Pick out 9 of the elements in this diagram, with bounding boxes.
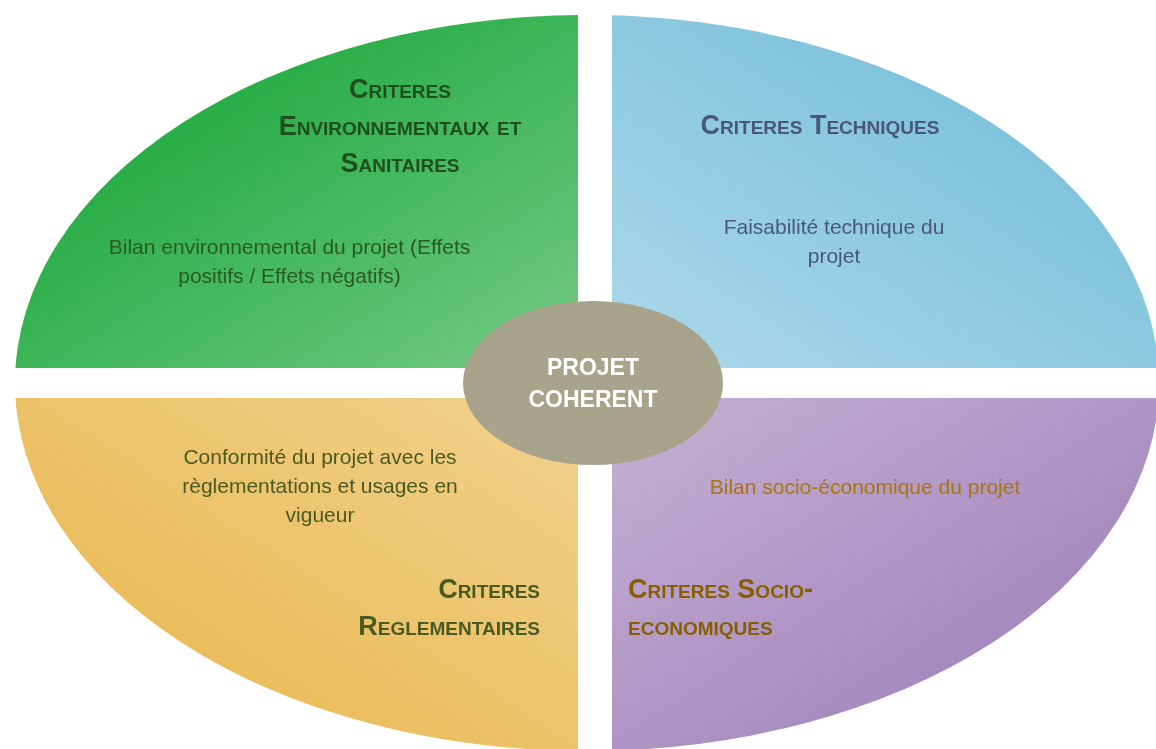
quadrant-heading: Criteres Techniques [699, 109, 941, 142]
quadrant-heading: Criteres Socio- economiques [628, 573, 814, 643]
quadrant-heading: Criteres Environnementaux et Sanitaires [277, 73, 523, 180]
quadrant-description: Bilan environnemental du projet (Effets positifs / Effets négatifs) [107, 234, 472, 289]
center-label: PROJET COHERENT [527, 353, 659, 414]
quadrant-description: Faisabilité technique du projet [722, 214, 946, 269]
quadrant-heading: Criteres Reglementaires [357, 573, 540, 643]
quadrant-description: Conformité du projet avec les règlementations et usages en vigueur [181, 444, 459, 528]
quadrant-description: Bilan socio-économique du projet [708, 474, 1022, 500]
